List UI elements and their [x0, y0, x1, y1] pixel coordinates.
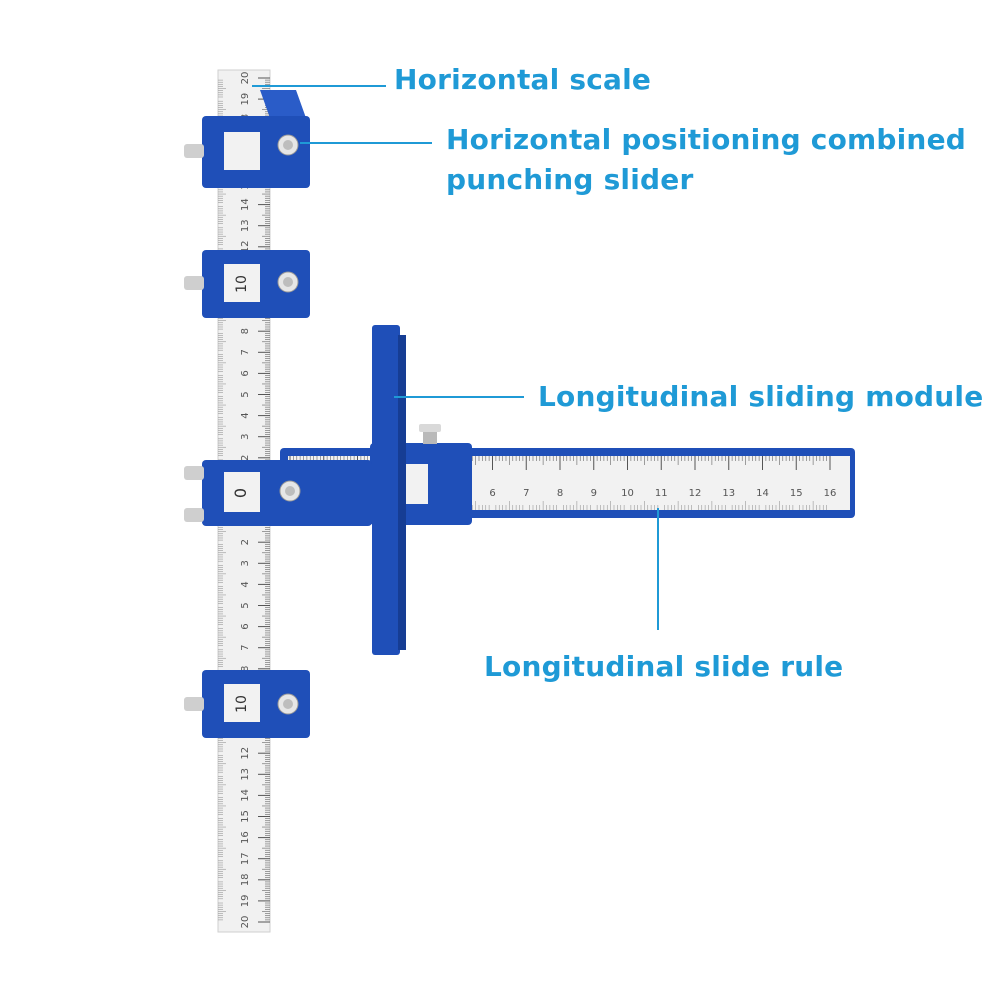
- vertical-ruler-number: 20: [240, 72, 251, 85]
- vertical-ruler-number: 17: [240, 852, 251, 865]
- horizontal-ruler-number: 15: [790, 488, 803, 499]
- vertical-ruler-number: 14: [240, 198, 251, 211]
- horizontal-ruler-number: 16: [824, 488, 837, 499]
- vertical-ruler-number: 7: [240, 349, 251, 355]
- longitudinal-sliding-module: [372, 325, 406, 655]
- vertical-ruler-number: 18: [240, 873, 251, 886]
- label-punching-slider: Horizontal positioning combined punching…: [446, 120, 966, 200]
- label-sliding-module: Longitudinal sliding module: [538, 380, 984, 413]
- slider-3-window-number: 0: [231, 488, 250, 498]
- horizontal-ruler-number: 9: [591, 488, 597, 499]
- vertical-ruler-number: 13: [240, 768, 251, 781]
- horizontal-ruler-number: 7: [523, 488, 529, 499]
- horizontal-ruler-number: 13: [722, 488, 735, 499]
- vertical-ruler-number: 12: [240, 240, 251, 253]
- label-horizontal-scale: Horizontal scale: [394, 63, 652, 96]
- vertical-ruler-number: 8: [240, 666, 251, 672]
- vertical-ruler-number: 3: [240, 434, 251, 440]
- vertical-ruler-number: 5: [240, 391, 251, 397]
- slider-2-window-number: 10: [234, 275, 250, 293]
- punching-slider-1: [184, 90, 310, 188]
- vertical-ruler-number: 5: [240, 602, 251, 608]
- horizontal-ruler-ticks: [289, 456, 831, 510]
- horizontal-ruler-number: 11: [655, 488, 668, 499]
- horizontal-ruler-number: 10: [621, 488, 634, 499]
- vertical-ruler-number: 4: [240, 581, 251, 587]
- vertical-ruler-number: 19: [240, 93, 251, 106]
- vertical-ruler-number: 2: [240, 539, 251, 545]
- vertical-ruler-number: 13: [240, 219, 251, 232]
- vertical-ruler-number: 4: [240, 412, 251, 418]
- vertical-ruler-number: 6: [240, 623, 251, 629]
- vertical-ruler-number: 19: [240, 895, 251, 908]
- label-punching-slider-line-2: punching slider: [446, 163, 694, 196]
- vertical-ruler-number: 7: [240, 645, 251, 651]
- label-punching-slider-line-1: Horizontal positioning combined: [446, 123, 967, 156]
- vertical-ruler-number: 3: [240, 560, 251, 566]
- horizontal-ruler-number: 12: [689, 488, 702, 499]
- slider-4-window-number: 10: [234, 695, 250, 713]
- punching-slider-2: [184, 250, 310, 318]
- callout-lines: [252, 85, 659, 630]
- horizontal-ruler-number: 8: [557, 488, 563, 499]
- label-slide-rule: Longitudinal slide rule: [484, 650, 844, 683]
- horizontal-ruler-number: 6: [489, 488, 495, 499]
- vertical-ruler-number: 6: [240, 370, 251, 376]
- punching-slider-3: [184, 460, 372, 526]
- punching-slider-4: [184, 670, 310, 738]
- vertical-ruler-number: 15: [240, 810, 251, 823]
- horizontal-ruler-number: 14: [756, 488, 769, 499]
- vertical-ruler-number: 8: [240, 328, 251, 334]
- vertical-ruler-number: 12: [240, 747, 251, 760]
- vertical-ruler-number: 2: [240, 455, 251, 461]
- vertical-ruler-number: 16: [240, 831, 251, 844]
- vertical-ruler-number: 14: [240, 789, 251, 802]
- vertical-ruler-number: 20: [240, 916, 251, 929]
